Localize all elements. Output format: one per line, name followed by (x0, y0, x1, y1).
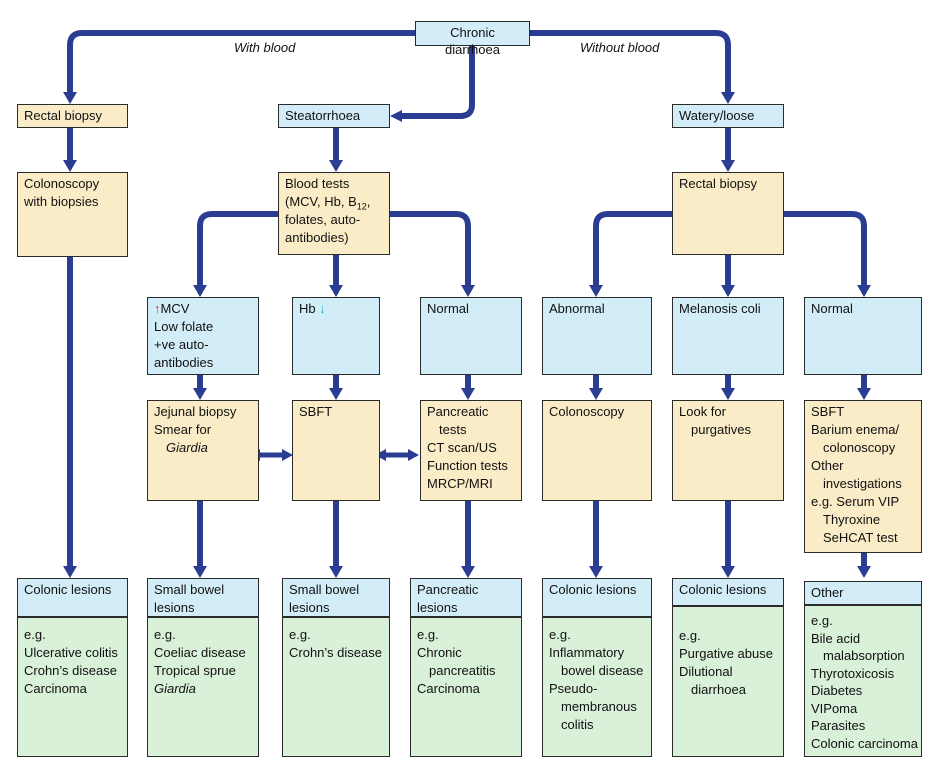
melanosis-coli-node: Melanosis coli (672, 297, 784, 375)
small-bowel-lesions-body-1: e.g. Coeliac disease Tropical sprue Giar… (147, 617, 259, 757)
watery-loose-node: Watery/loose (672, 104, 784, 128)
with-blood-label: With blood (234, 40, 296, 55)
root-label: Chronic diarrhoea (445, 25, 500, 57)
down-arrow-icon: ↓ (319, 301, 326, 316)
abnormal-node: Abnormal (542, 297, 652, 375)
colonic-lesions-body-1: e.g. Inflammatory bowel disease Pseudo- … (542, 617, 652, 757)
sbft-investigations-node: SBFT Barium enema/ colonoscopy Other inv… (804, 400, 922, 553)
other-body: e.g. Bile acid malabsorption Thyrotoxico… (804, 605, 922, 757)
hb-node: Hb ↓ (292, 297, 380, 375)
colonic-lesions-body-left: e.g. Ulcerative colitis Crohn’s disease … (17, 617, 128, 757)
colonic-lesions-body-2: e.g. Purgative abuse Dilutional diarrhoe… (672, 606, 784, 757)
normal-node-steatorrhoea: Normal (420, 297, 522, 375)
colonic-lesions-title-2: Colonic lesions (672, 578, 784, 606)
colonic-lesions-title-1: Colonic lesions (542, 578, 652, 617)
jejunal-biopsy-node: Jejunal biopsy Smear for Giardia (147, 400, 259, 501)
without-blood-label: Without blood (580, 40, 660, 55)
root-node: Chronic diarrhoea (415, 21, 530, 57)
colonoscopy-node: Colonoscopy (542, 400, 652, 501)
pancreatic-lesions-title: Pancreatic lesions (410, 578, 522, 617)
other-title: Other (804, 581, 922, 605)
colonic-lesions-title-left: Colonic lesions (17, 578, 128, 617)
small-bowel-lesions-title-1: Small bowel lesions (147, 578, 259, 617)
rectal-biopsy-node-right: Rectal biopsy (672, 172, 784, 255)
pancreatic-tests-node: Pancreatic tests CT scan/US Function tes… (420, 400, 522, 501)
normal-node-watery: Normal (804, 297, 922, 375)
mcv-node: ↑MCV Low folate +ve auto- antibodies (147, 297, 259, 375)
colonoscopy-biopsies-node: Colonoscopy with biopsies (17, 172, 128, 257)
small-bowel-lesions-body-2: e.g. Crohn’s disease (282, 617, 390, 757)
look-for-purgatives-node: Look for purgatives (672, 400, 784, 501)
up-arrow-icon: ↑ (154, 301, 161, 316)
small-bowel-lesions-title-2: Small bowel lesions (282, 578, 390, 617)
blood-tests-node: Blood tests (MCV, Hb, B12, folates, auto… (278, 172, 390, 255)
sbft-node: SBFT (292, 400, 380, 501)
pancreatic-lesions-body: e.g. Chronic pancreatitis Carcinoma (410, 617, 522, 757)
rectal-biopsy-node-left: Rectal biopsy (17, 104, 128, 128)
steatorrhoea-node: Steatorrhoea (278, 104, 390, 128)
